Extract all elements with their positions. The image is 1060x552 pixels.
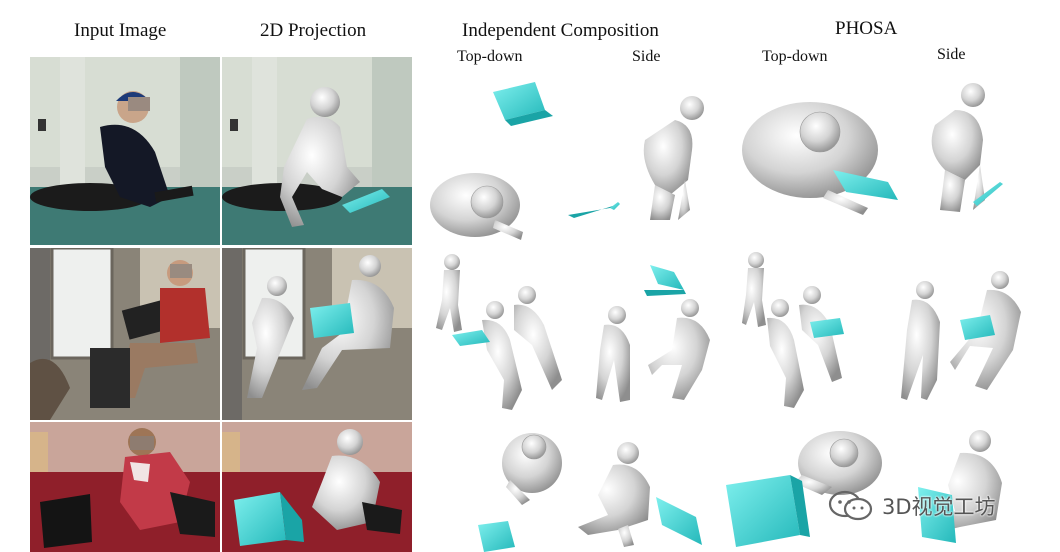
independent-topdown-row-1 xyxy=(425,70,615,250)
watermark: 3D视觉工坊 xyxy=(828,490,996,522)
phosa-side-row-3 xyxy=(900,425,1040,552)
header-input-image: Input Image xyxy=(74,20,167,41)
header-2d-projection: 2D Projection xyxy=(260,20,367,41)
independent-topdown-row-2 xyxy=(432,250,592,420)
independent-side-row-1 xyxy=(560,70,710,250)
subheader-independent-side: Side xyxy=(632,48,661,65)
phosa-side-row-1 xyxy=(905,70,1025,250)
header-independent-composition: Independent Composition xyxy=(462,20,659,41)
input-image-row-1 xyxy=(30,57,220,245)
independent-topdown-row-3 xyxy=(470,425,580,552)
subheader-independent-topdown: Top-down xyxy=(457,48,523,65)
input-image-row-3 xyxy=(30,422,220,552)
phosa-topdown-row-3 xyxy=(722,425,892,552)
wechat-icon xyxy=(828,490,874,522)
projection-image-row-1 xyxy=(222,57,412,245)
subheader-phosa-topdown: Top-down xyxy=(762,48,828,65)
subheader-phosa-side: Side xyxy=(937,46,966,63)
phosa-side-row-2 xyxy=(895,250,1035,420)
independent-side-row-3 xyxy=(568,425,718,552)
header-phosa: PHOSA xyxy=(835,18,898,39)
phosa-topdown-row-2 xyxy=(742,250,902,420)
projection-image-row-3 xyxy=(222,422,412,552)
phosa-topdown-row-1 xyxy=(738,70,918,250)
projection-image-row-2 xyxy=(222,248,412,420)
watermark-text: 3D视觉工坊 xyxy=(882,495,996,519)
independent-side-row-2 xyxy=(592,250,722,420)
input-image-row-2 xyxy=(30,248,220,420)
